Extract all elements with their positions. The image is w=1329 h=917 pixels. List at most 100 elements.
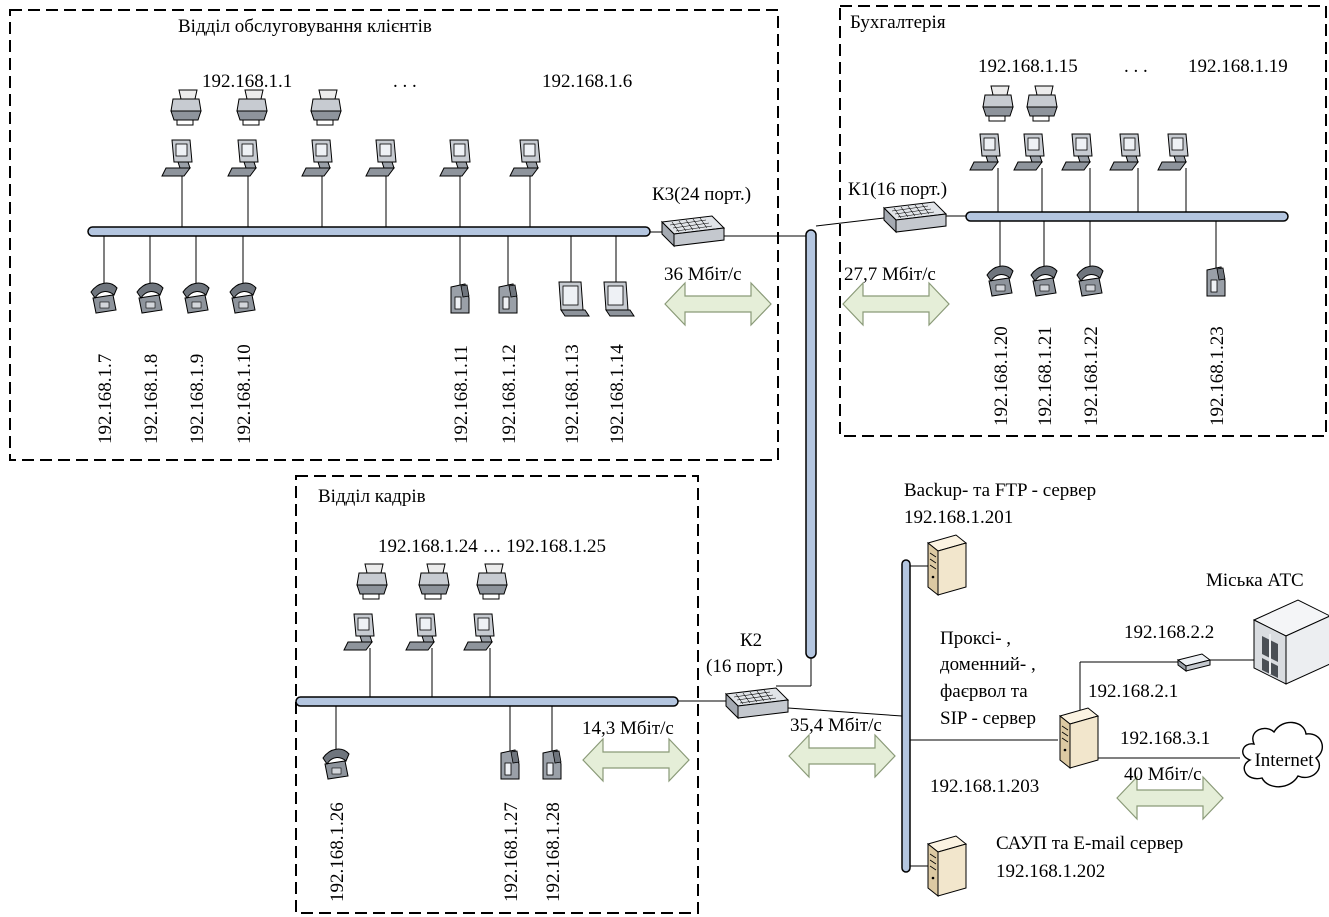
printer-icon (170, 89, 202, 126)
workstation-icon (161, 139, 193, 177)
telephone-icon (90, 282, 118, 314)
backup-server-ip: 192.168.1.201 (904, 507, 1013, 528)
workstation-icon (301, 139, 333, 177)
zone-title-clients: Відділ обслуговування клієнтів (178, 16, 432, 37)
switch-k3-label: К3(24 порт.) (652, 184, 751, 205)
device-ip-hr: 192.168.1.27 (501, 802, 522, 902)
zone-title-accounting: Бухгалтерія (850, 12, 946, 33)
switch-k1-icon (883, 201, 947, 233)
ip-phone-icon (500, 749, 520, 780)
device-ip-accounting: 192.168.1.23 (1207, 326, 1228, 426)
device-ip-clients: 192.168.1.9 (187, 354, 208, 444)
workstation-icon (463, 613, 495, 651)
proxy-server-line-3: фаєрвол та (940, 681, 1028, 702)
telephone-icon (229, 282, 257, 314)
ip-range-hr: 192.168.1.24 … 192.168.1.25 (378, 536, 606, 557)
printer-icon (356, 563, 388, 600)
saup-server-name: САУП та E-mail сервер (996, 833, 1183, 854)
speed-hr: 14,3 Мбіт/с (582, 718, 674, 739)
workstation-icon (969, 133, 1001, 171)
device-ip-hr: 192.168.1.26 (327, 802, 348, 902)
ip-range-end-accounting: 192.168.1.19 (1188, 56, 1288, 77)
speed-arrow-k3 (664, 282, 772, 326)
city-pbx-label: Міська АТС (1206, 570, 1304, 591)
bus-accounting (965, 211, 1289, 222)
telephone-icon (1030, 265, 1058, 297)
telephone-icon (182, 282, 210, 314)
proxy-server-ip: 192.168.1.203 (930, 776, 1039, 797)
wire-k1-backbone (815, 217, 885, 227)
printer-icon (236, 89, 268, 126)
workstation-icon (227, 139, 259, 177)
proxy-internet-ip: 192.168.3.1 (1120, 728, 1210, 749)
speed-k1: 27,7 Мбіт/с (844, 264, 936, 285)
backup-server-name: Backup- та FTP - сервер (904, 480, 1096, 501)
proxy-server-line-1: Проксі- , (940, 628, 1011, 649)
bus-servers (901, 559, 911, 873)
ip-range-end-clients: 192.168.1.6 (542, 71, 632, 92)
ip-range-start-accounting: 192.168.1.15 (978, 56, 1078, 77)
ip-range-dots-clients: . . . (393, 71, 417, 92)
bus-backbone (805, 229, 817, 659)
ip-range-dots-accounting: . . . (1124, 56, 1148, 77)
city-pbx-icon (1253, 599, 1329, 685)
speed-servers: 35,4 Мбіт/с (790, 715, 882, 736)
printer-icon (982, 85, 1014, 122)
device-ip-clients: 192.168.1.14 (607, 344, 628, 444)
device-ip-accounting: 192.168.1.22 (1081, 326, 1102, 426)
device-ip-clients: 192.168.1.8 (141, 354, 162, 444)
ip-phone-icon (498, 283, 518, 314)
workstation-icon (1157, 133, 1189, 171)
proxy-server-line-4: SIP - сервер (940, 708, 1036, 729)
saup-server-ip: 192.168.1.202 (996, 861, 1105, 882)
device-ip-clients: 192.168.1.12 (499, 344, 520, 444)
zone-hr-frame (295, 475, 699, 914)
proxy-server-line-2: доменний- , (940, 654, 1036, 675)
speed-internet: 40 Мбіт/с (1124, 764, 1202, 785)
telephone-icon (1076, 265, 1104, 297)
saup-server-icon (927, 835, 967, 897)
printer-icon (418, 563, 450, 600)
device-ip-accounting: 192.168.1.21 (1035, 326, 1056, 426)
telephone-icon (136, 282, 164, 314)
internet-label: Internet (1254, 750, 1314, 771)
workstation-icon (1061, 133, 1093, 171)
bus-clients (87, 226, 651, 237)
telephone-icon (322, 748, 350, 780)
workstation-icon (439, 139, 471, 177)
wire-k2-servers (787, 707, 903, 717)
device-ip-clients: 192.168.1.10 (234, 344, 255, 444)
device-ip-hr: 192.168.1.28 (543, 802, 564, 902)
workstation-icon (405, 613, 437, 651)
switch-k2-label-2: (16 порт.) (706, 656, 783, 677)
switch-k3-icon (661, 215, 725, 247)
switch-k2-icon (725, 687, 789, 719)
internet-cloud-icon (1242, 721, 1324, 788)
ip-phone-icon (1206, 266, 1226, 297)
ip-phone-icon (542, 749, 562, 780)
workstation-icon (343, 613, 375, 651)
speed-arrow-servers (788, 734, 896, 778)
switch-k1-label: К1(16 порт.) (848, 179, 947, 200)
device-ip-clients: 192.168.1.13 (562, 344, 583, 444)
monitor-icon (603, 281, 635, 317)
ip-phone-icon (450, 283, 470, 314)
backup-server-icon (927, 534, 967, 596)
telephone-icon (986, 265, 1014, 297)
printer-icon (1026, 85, 1058, 122)
printer-icon (476, 563, 508, 600)
device-ip-clients: 192.168.1.11 (451, 345, 472, 444)
modem-icon (1177, 653, 1211, 672)
speed-arrow-hr (582, 738, 690, 782)
ip-range-start-clients: 192.168.1.1 (202, 71, 292, 92)
bus-hr (295, 696, 679, 707)
printer-icon (310, 89, 342, 126)
device-ip-clients: 192.168.1.7 (95, 354, 116, 444)
proxy-server-icon (1059, 707, 1099, 769)
proxy-atc-ip: 192.168.2.1 (1088, 681, 1178, 702)
atc-modem-ip: 192.168.2.2 (1124, 622, 1214, 643)
device-ip-accounting: 192.168.1.20 (991, 326, 1012, 426)
workstation-icon (365, 139, 397, 177)
switch-k2-label-1: К2 (740, 630, 762, 651)
